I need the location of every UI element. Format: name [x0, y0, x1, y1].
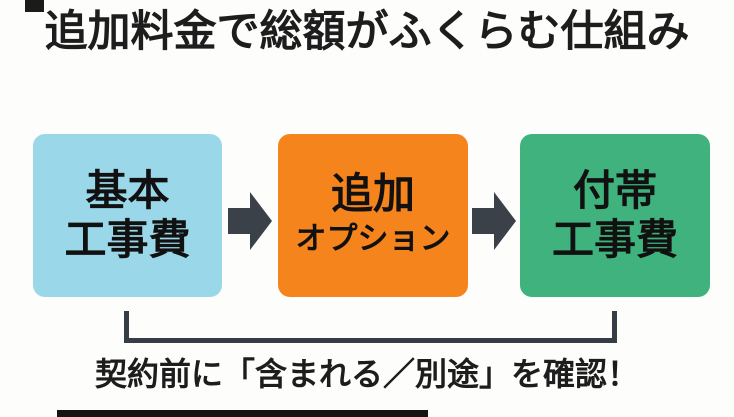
flow-box-incidental-fee: 付帯 工事費 [520, 134, 710, 297]
crop-artifact-top-left [25, 0, 44, 12]
right-arrow-shape [228, 192, 272, 250]
right-arrow-icon [228, 192, 272, 250]
flow-box-additional-options-line1: 追加 [330, 169, 415, 219]
flow-box-basic-fee: 基本 工事費 [33, 134, 222, 297]
summary-bracket [124, 311, 617, 343]
flow-box-additional-options-line2: オプション [295, 220, 451, 257]
flow-box-incidental-fee-line2: 工事費 [551, 214, 678, 264]
crop-artifact-bottom [57, 410, 428, 417]
flow-box-basic-fee-line2: 工事費 [64, 214, 191, 264]
right-arrow-shape [472, 192, 516, 250]
flow-box-additional-options: 追加 オプション [278, 134, 468, 297]
flow-box-basic-fee-line1: 基本 [85, 166, 170, 216]
flow-box-incidental-fee-line1: 付帯 [572, 166, 657, 216]
page-title: 追加料金で総額がふくらむ仕組み [44, 7, 690, 57]
footnote-text: 契約前に「含まれる／別途」を確認！ [94, 355, 639, 393]
right-arrow-icon [472, 192, 516, 250]
